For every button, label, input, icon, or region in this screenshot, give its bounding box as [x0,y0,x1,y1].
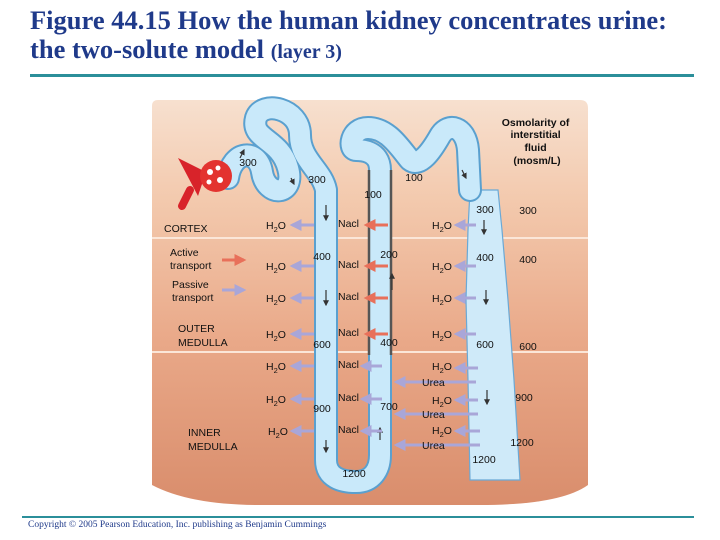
title-main: Figure 44.15 How the human kidney concen… [30,5,667,64]
descending-water-arrows [289,219,314,437]
interstitial-1200: 1200 [510,437,534,449]
ascending-700: 700 [380,401,398,413]
passive-transport-label: Passive transport [172,279,214,304]
slide-title: Figure 44.15 How the human kidney concen… [30,6,700,67]
h2o-label: H2O [266,261,286,275]
h2o-label: H2O [432,220,452,234]
outer-medulla-label: OUTER MEDULLA [178,323,228,349]
flow-arrows [239,148,490,454]
nacl-label: Nacl [338,392,359,404]
descending-600: 600 [313,339,331,351]
active-nacl-arrows [363,219,388,340]
descending-900: 900 [313,403,331,415]
glomerulus-out-300: 300 [239,157,257,169]
h2o-label: H2O [266,293,286,307]
urea-arrows [393,376,480,451]
collecting-400: 400 [476,252,494,264]
distal-100: 100 [405,172,423,184]
title-layer: (layer 3) [270,41,342,63]
urea-label: Urea [422,377,445,389]
collecting-300: 300 [476,204,494,216]
h2o-label: H2O [268,426,288,440]
cortex-label: CORTEX [164,223,208,235]
footer-divider [22,516,694,518]
nacl-labels: Nacl Nacl Nacl Nacl Nacl Nacl Nacl [338,218,359,436]
descending-h2o-labels: H2O H2O H2O H2O H2O H2O H2O [266,220,288,440]
nacl-label: Nacl [338,424,359,436]
h2o-label: H2O [266,361,286,375]
urea-label: Urea [422,440,445,452]
ascending-200: 200 [380,249,398,261]
collecting-1200: 1200 [472,454,496,466]
collecting-h2o-labels: H2O H2O H2O H2O H2O H2O H2O [432,220,452,439]
nacl-label: Nacl [338,218,359,230]
h2o-label: H2O [266,329,286,343]
nacl-label: Nacl [338,359,359,371]
h2o-label: H2O [432,395,452,409]
nacl-label: Nacl [338,327,359,339]
descending-400: 400 [313,251,331,263]
glomerulus-icon [178,158,232,210]
descending-top-300: 300 [308,174,326,186]
nacl-label: Nacl [338,291,359,303]
collecting-water-arrows [453,219,480,437]
interstitial-300: 300 [519,205,537,217]
urea-labels: Urea Urea Urea [422,377,445,452]
h2o-label: H2O [432,293,452,307]
collecting-duct [465,189,521,481]
h2o-label: H2O [266,394,286,408]
osmolarity-heading: Osmolarity of interstitial fluid (mosm/L… [502,117,573,167]
loop-bottom-1200: 1200 [342,468,366,480]
interstitial-400: 400 [519,254,537,266]
h2o-label: H2O [432,361,452,375]
copyright-text: Copyright © 2005 Pearson Education, Inc.… [28,520,327,530]
title-divider [30,74,694,77]
urea-label: Urea [422,409,445,421]
ascending-400: 400 [380,337,398,349]
h2o-label: H2O [432,425,452,439]
interstitial-900: 900 [515,392,533,404]
h2o-label: H2O [432,329,452,343]
ascending-top-100: 100 [364,189,382,201]
nephron-tubule [216,96,482,494]
nacl-label: Nacl [338,259,359,271]
collecting-600: 600 [476,339,494,351]
h2o-label: H2O [432,261,452,275]
h2o-label: H2O [266,220,286,234]
inner-medulla-label: INNER MEDULLA [188,427,238,453]
interstitial-600: 600 [519,341,537,353]
active-transport-label: Active transport [170,247,212,272]
passive-nacl-arrows [359,360,382,437]
